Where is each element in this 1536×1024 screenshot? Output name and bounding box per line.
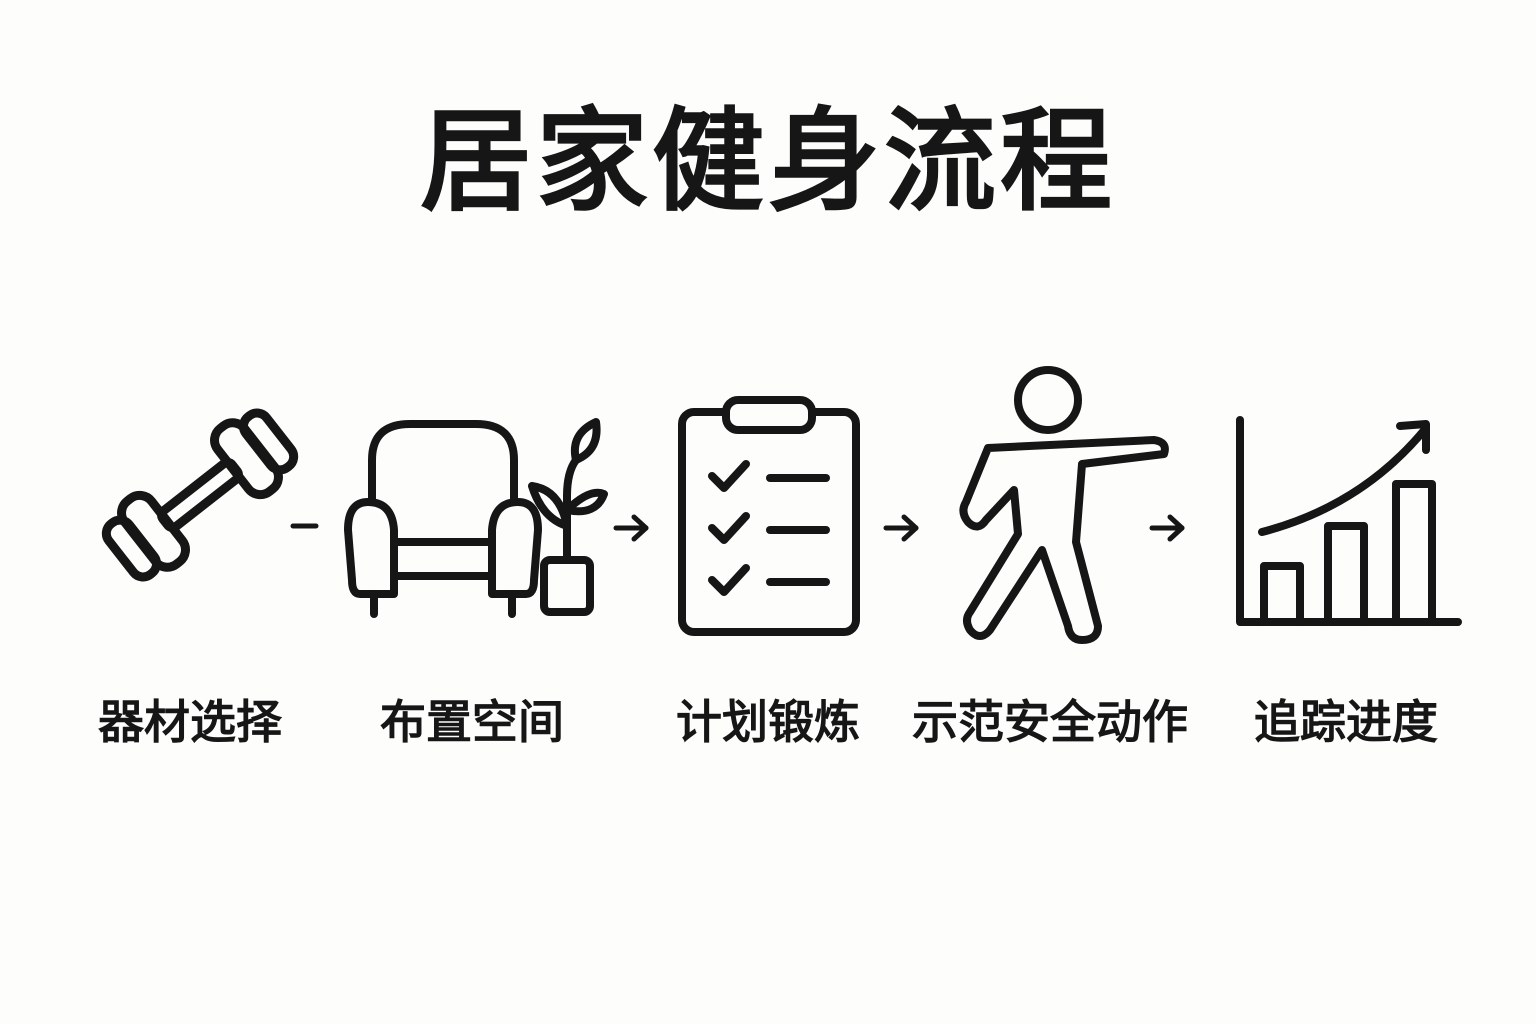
step-label-track: 追踪进度 — [1254, 695, 1438, 749]
bar-chart-trend-icon — [1232, 412, 1464, 632]
clipboard-checklist-icon — [674, 392, 864, 636]
flow-connector-1 — [290, 514, 320, 538]
flow-arrow-2 — [612, 512, 652, 544]
step-label-equipment: 器材选择 — [98, 695, 282, 749]
step-label-demonstrate: 示范安全动作 — [912, 695, 1188, 749]
diagram-title: 居家健身流程 — [420, 97, 1116, 227]
exercise-person-icon — [946, 364, 1178, 648]
step-label-space: 布置空间 — [380, 695, 564, 749]
flow-arrow-4 — [1148, 512, 1188, 544]
flow-arrow-3 — [882, 512, 922, 544]
dumbbell-icon — [90, 400, 310, 590]
step-label-plan: 计划锻炼 — [676, 695, 860, 749]
armchair-plant-icon — [338, 410, 608, 622]
